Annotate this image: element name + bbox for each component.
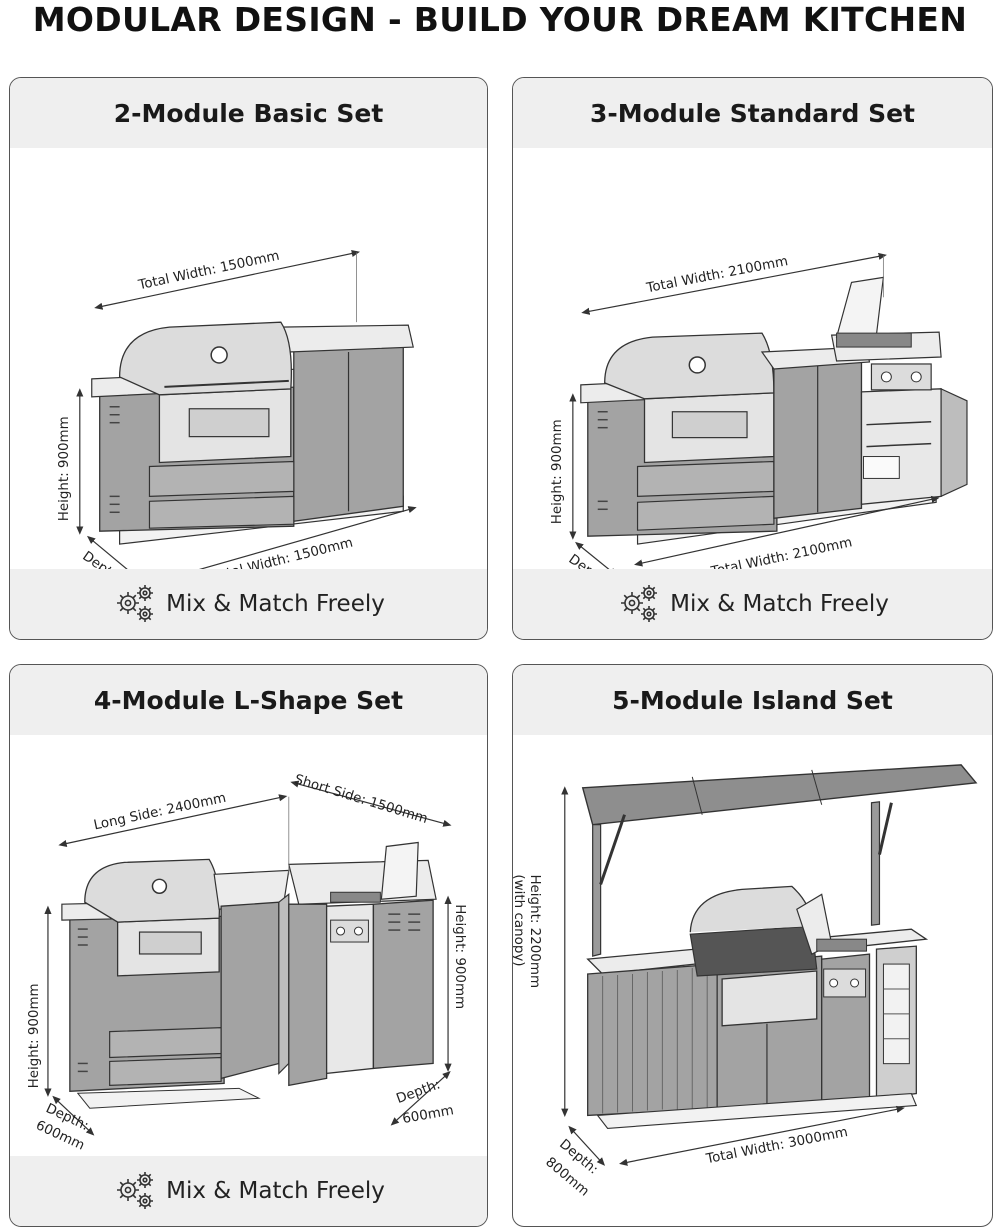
panel-4-module: 4-Module L-Shape Set [9, 664, 488, 1227]
kitchen-illustration: Total Width: 2100mm Height: 900mm Total … [513, 148, 992, 569]
dim-depth-label: Depth: [79, 549, 125, 569]
gears-icon [116, 1171, 154, 1210]
dim-height-note: (with canopy) [513, 874, 526, 966]
gears-icon [116, 584, 154, 623]
panel-title: 5-Module Island Set [513, 665, 992, 735]
kitchen-illustration: Long Side: 2400mm Short Side: 1500mm Hei… [10, 735, 487, 1156]
dim-height: Height: 900mm [57, 416, 72, 521]
dim-width-bottom: Total Width: 1500mm [211, 536, 355, 569]
dim-width-bottom: Total Width: 3000mm [704, 1125, 849, 1167]
dim-short-side: Short Side: 1500mm [293, 772, 430, 827]
panel-2-module: 2-Module Basic Set [9, 77, 488, 640]
page-title: MODULAR DESIGN - BUILD YOUR DREAM KITCHE… [32, 0, 968, 39]
panel-title: 4-Module L-Shape Set [10, 665, 487, 735]
panel-5-module: 5-Module Island Set [512, 664, 993, 1227]
kitchen-3-module-drawing: Total Width: 2100mm Height: 900mm Total … [550, 252, 968, 569]
kitchen-illustration: Total Width: 1500mm Height: 900mm Total … [10, 148, 487, 569]
footer-text: Mix & Match Freely [166, 591, 385, 617]
kitchen-5-module-drawing: Height: 2200mm (with canopy) Total Width… [513, 764, 978, 1200]
kitchen-illustration: Height: 2200mm (with canopy) Total Width… [513, 735, 992, 1226]
panel-footer: Mix & Match Freely [10, 569, 487, 639]
dim-height: Height: 900mm [550, 419, 565, 524]
dim-height-left: Height: 900mm [27, 983, 42, 1088]
footer-text: Mix & Match Freely [670, 591, 889, 617]
dim-depth-right-value: 600mm [401, 1103, 455, 1127]
panel-footer: Mix & Match Freely [10, 1156, 487, 1226]
panel-title: 2-Module Basic Set [10, 78, 487, 148]
dim-width-bottom: Total Width: 2100mm [709, 535, 854, 569]
panel-title: 3-Module Standard Set [513, 78, 992, 148]
panel-footer: Mix & Match Freely [513, 569, 992, 639]
kitchen-2-module-drawing: Total Width: 1500mm Height: 900mm Total … [57, 249, 417, 569]
footer-text: Mix & Match Freely [166, 1178, 385, 1204]
dim-depth-right-label: Depth: [395, 1077, 443, 1107]
dim-width-top: Total Width: 1500mm [136, 249, 281, 294]
panel-3-module: 3-Module Standard Set [512, 77, 993, 640]
dim-long-side: Long Side: 2400mm [92, 791, 227, 834]
gears-icon [620, 584, 658, 623]
kitchen-4-module-drawing: Long Side: 2400mm Short Side: 1500mm Hei… [27, 772, 467, 1153]
dim-width-top: Total Width: 2100mm [644, 254, 789, 296]
dim-height-right: Height: 900mm [452, 904, 467, 1009]
dim-height: Height: 2200mm [527, 874, 542, 988]
